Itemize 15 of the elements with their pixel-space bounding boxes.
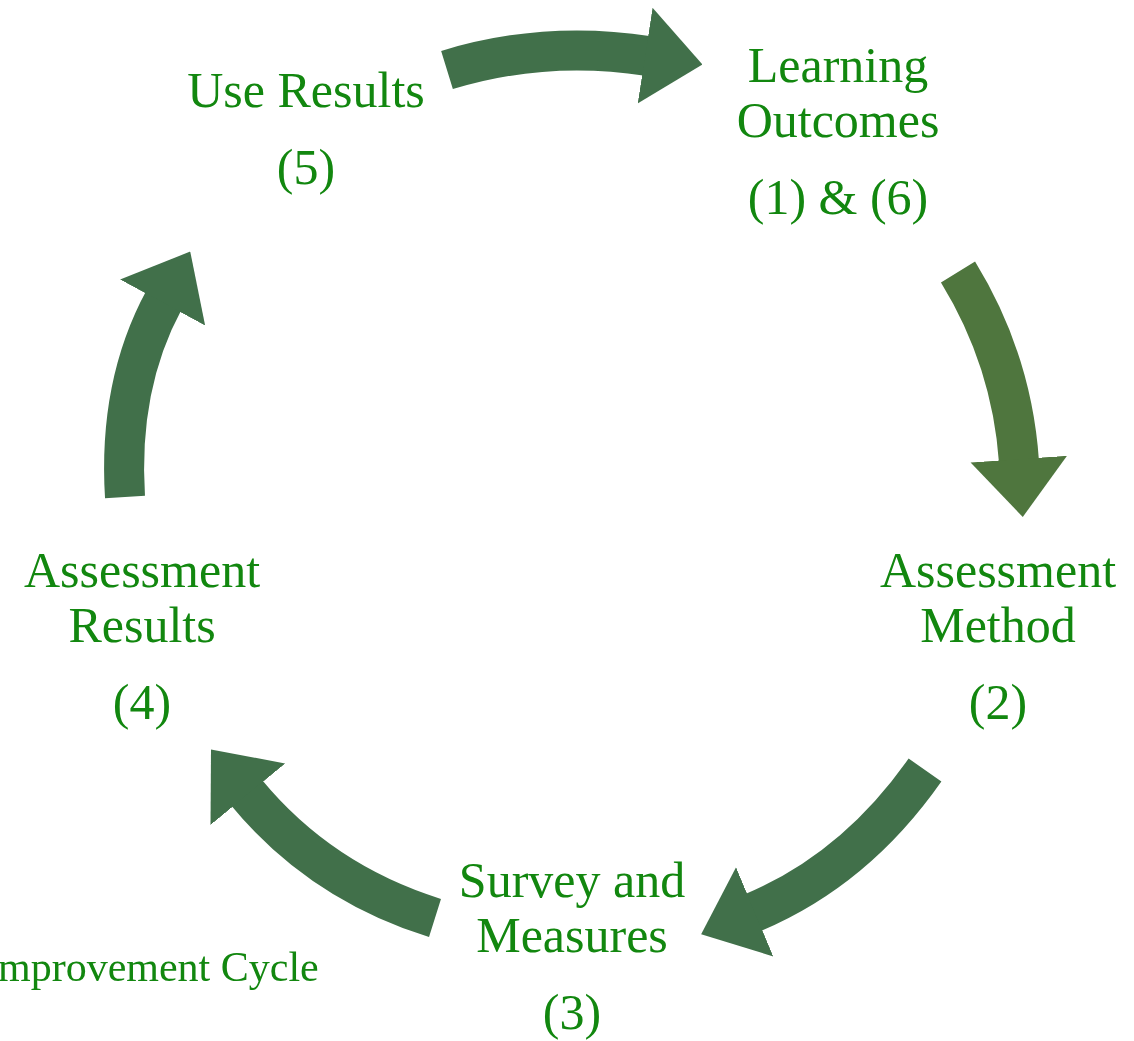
- curved-arrow: [210, 750, 442, 937]
- curved-arrow: [701, 758, 942, 956]
- curved-arrow: [940, 261, 1067, 517]
- step-number: (5): [275, 140, 337, 195]
- step-label: Use Results: [186, 63, 426, 118]
- step-label: Learning Outcomes: [735, 38, 941, 148]
- step-number: (3): [541, 985, 603, 1040]
- step-number: (2): [967, 675, 1029, 730]
- step-label: Assessment Method: [878, 543, 1118, 653]
- curved-arrow: [441, 7, 703, 104]
- step-number: (4): [111, 675, 173, 730]
- step-label: Assessment Results: [22, 543, 262, 653]
- step-number: (1) & (6): [746, 170, 930, 225]
- curved-arrow: [104, 250, 206, 498]
- step-label: Survey and Measures: [457, 853, 687, 963]
